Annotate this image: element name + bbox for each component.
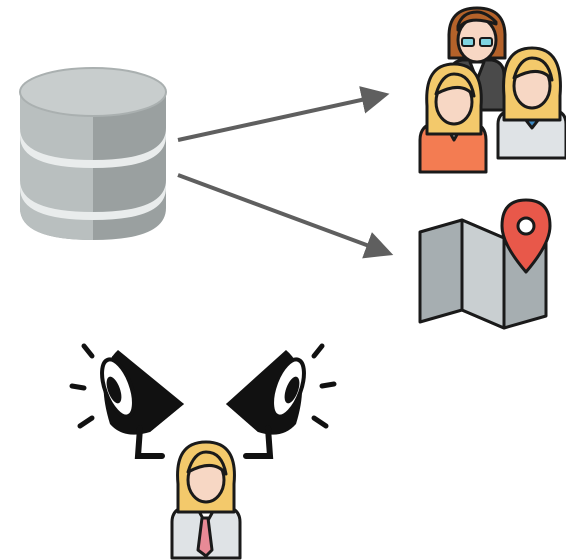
database-icon (19, 67, 167, 240)
person-with-megaphones-icon (69, 343, 337, 560)
megaphone-left-icon (69, 343, 184, 459)
map-pin-icon (418, 198, 552, 330)
woman-avatar (170, 440, 242, 560)
arrow-to-map (177, 173, 394, 259)
arrow-to-people (177, 86, 390, 142)
megaphone-right-icon (226, 343, 337, 459)
people-group-icon (418, 6, 566, 174)
